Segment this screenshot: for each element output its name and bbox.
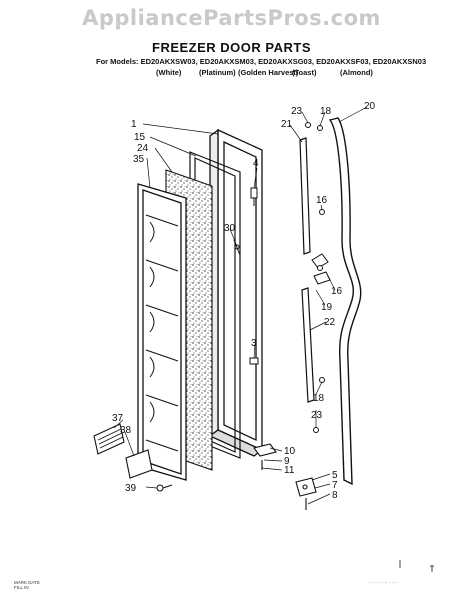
callout-15: 15: [134, 132, 146, 143]
corner-markers: [399, 560, 434, 572]
callout-19: 19: [321, 302, 333, 313]
callout-23-top: 23: [291, 106, 303, 117]
door-handle: [328, 117, 362, 486]
callout-4: 4: [253, 158, 259, 169]
cam-3: [249, 357, 259, 365]
callout-7: 7: [332, 480, 338, 491]
callout-5: 5: [332, 470, 338, 481]
variant-platinum: (Platinum): [199, 68, 236, 77]
callout-1: 1: [131, 119, 137, 130]
callout-23-bottom: 23: [311, 410, 323, 421]
callout-18-bottom: 18: [313, 393, 325, 404]
clip-39: [156, 484, 173, 492]
callout-21: 21: [281, 119, 293, 130]
inner-door-liner: [137, 183, 187, 481]
variant-almond: (Almond): [340, 68, 373, 77]
callout-18-top: 18: [320, 106, 332, 117]
callout-16-lower: 16: [331, 286, 343, 297]
callout-20: 20: [364, 101, 376, 112]
variant-toast: (Toast): [292, 68, 317, 77]
toe-grille: [93, 423, 125, 455]
callout-30: 30: [224, 223, 236, 234]
site-watermark: AppliancePartsPros.com: [82, 6, 381, 30]
callout-9: 9: [284, 456, 290, 467]
bottom-hinge: [253, 443, 317, 510]
leader-lines: [113, 106, 368, 505]
callout-11: 11: [284, 465, 295, 476]
callout-37: 37: [112, 413, 124, 424]
handle-trim-top: [299, 137, 311, 255]
callout-16-upper: 16: [316, 195, 328, 206]
callout-22: 22: [324, 317, 336, 328]
outer-door-panel: [208, 128, 264, 457]
variant-white: (White): [156, 68, 182, 77]
callout-3: 3: [251, 338, 257, 349]
callout-39: 39: [125, 483, 137, 494]
footer-left-note: MARK DATE FILL IN: [14, 580, 40, 590]
callout-24: 24: [137, 143, 149, 154]
diagram-title: FREEZER DOOR PARTS: [152, 40, 311, 55]
callout-10: 10: [284, 446, 296, 457]
footer-right-note: · · · · · · ·· · · · ·: [368, 580, 399, 585]
handle-trim-bottom: [301, 287, 315, 403]
callout-35: 35: [133, 154, 145, 165]
callout-38: 38: [120, 425, 132, 436]
model-list: For Models: ED20AKXSW03, ED20AKXSM03, ED…: [96, 57, 427, 66]
callout-labels: 1 15 24 35 4 30 3 23 18 20 21 16 16 19 2…: [112, 101, 376, 501]
door-stop-30: [233, 239, 241, 256]
bracket-38: [125, 449, 153, 479]
callout-8: 8: [332, 490, 338, 501]
variant-golden-harvest: (Golden Harvest): [238, 68, 299, 77]
